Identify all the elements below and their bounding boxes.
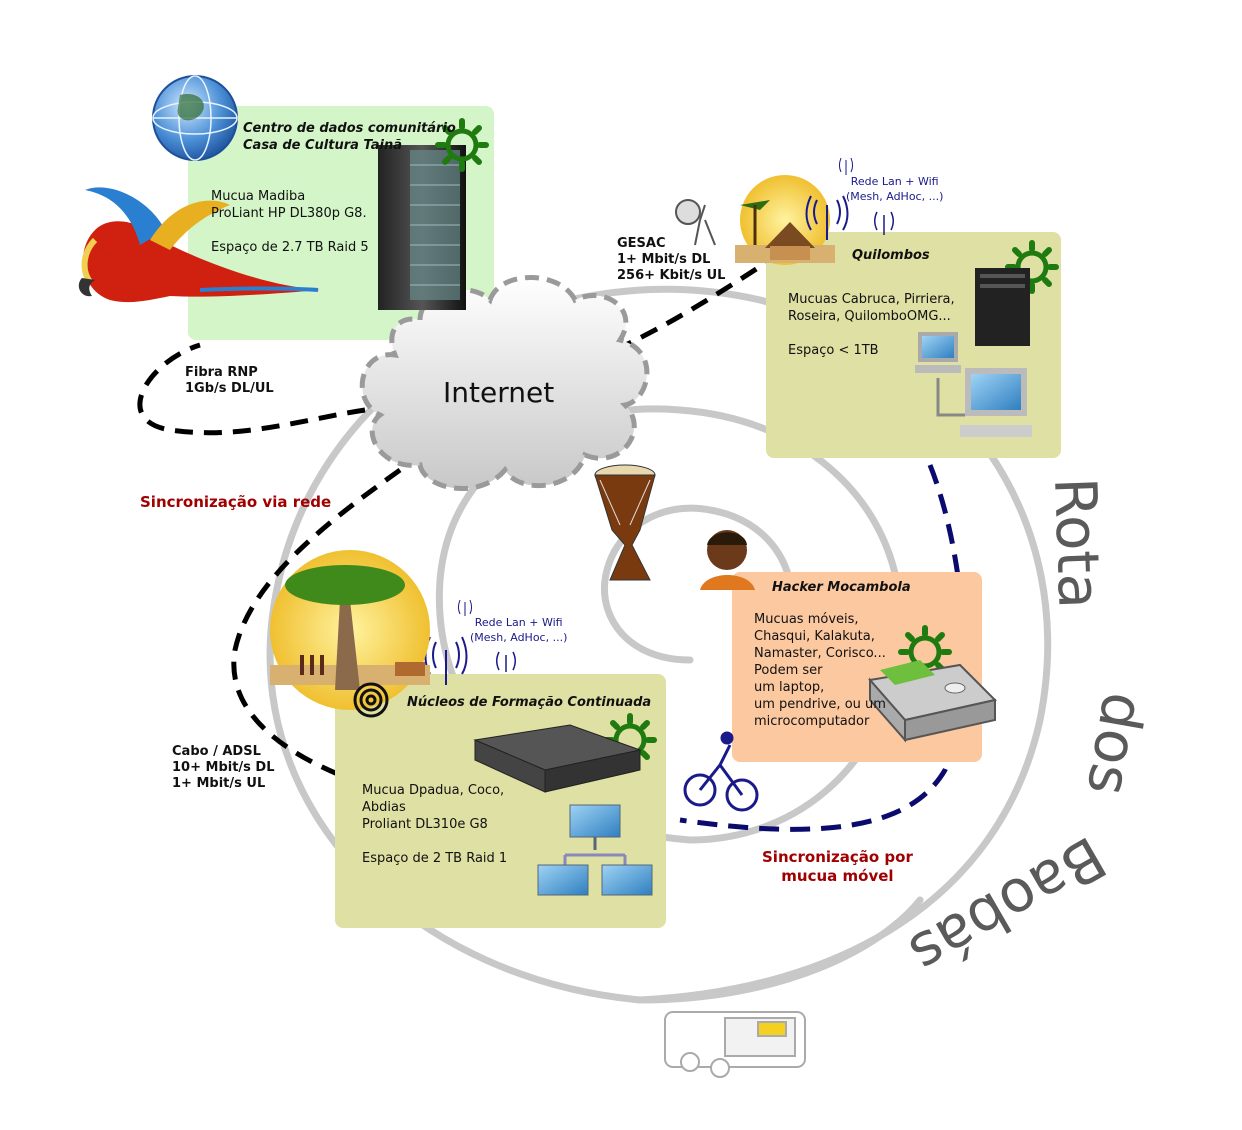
server-rack-icon (378, 145, 466, 310)
globe-icon (152, 75, 238, 161)
nucleos-box-title: Núcleos de Formação Continuada (407, 695, 652, 710)
link-fibra-label: Fibra RNP 1Gb/s DL/UL (185, 365, 274, 396)
satellite-dish-icon (675, 199, 716, 246)
quilombos-box-body: Mucuas Cabruca, Pirriera, Roseira, Quilo… (788, 292, 955, 358)
quilombo-village-icon (735, 175, 835, 265)
spiral-route-text-part: dos (1073, 688, 1158, 801)
wifi-label-nucleos: Rede Lan + Wifi (Mesh, AdHoc, ...) (470, 616, 568, 644)
antenna-icon-nucleos-3 (458, 599, 472, 616)
quilombos-box-title: Quilombos (852, 248, 930, 263)
antenna-icon-quilombos-3 (839, 157, 853, 175)
lan-cable (936, 378, 965, 417)
hacker-avatar-icon (700, 530, 755, 590)
antenna-icon-quilombos-1 (805, 195, 849, 240)
antenna-icon-nucleos-2 (496, 651, 516, 672)
internet-label: Internet (443, 376, 555, 409)
lan-monitors-icon (537, 804, 653, 896)
gear-icon-center (435, 118, 489, 172)
spiral-route-text-part: Baobás (898, 823, 1117, 989)
cyclist-icon (683, 731, 759, 812)
baobab-tree-scene-icon (270, 550, 430, 710)
hacker-box-title: Hacker Mocambola (772, 580, 911, 595)
antenna-icon-quilombos-2 (874, 211, 894, 235)
hacker-box-body: Mucuas móveis, Chasqui, Kalakuta, Namast… (754, 612, 886, 729)
link-cabo-label: Cabo / ADSL 10+ Mbit/s DL 1+ Mbit/s UL (172, 744, 275, 791)
rack-server-1u-icon (473, 724, 642, 793)
target-spiral-icon (353, 682, 389, 718)
wifi-label-quilombos: Rede Lan + Wifi (Mesh, AdHoc, ...) (846, 175, 944, 203)
bus-icon (664, 1011, 806, 1078)
internet-cloud (359, 275, 650, 491)
parrot-icon (78, 187, 320, 303)
center-box-body: Mucua Madiba ProLiant HP DL380p G8. Espa… (211, 189, 369, 255)
sync-network-label: Sincronização via rede (140, 493, 332, 511)
tower-computer-icon (975, 268, 1030, 346)
usb-drive-icon (868, 660, 997, 743)
mobile-sync-line (679, 464, 967, 832)
center-box-title: Centro de dados comunitário Casa de Cult… (243, 121, 456, 153)
gear-icon-quilombos (1005, 240, 1059, 294)
djembe-drum-icon (594, 464, 656, 581)
spiral-route-text-part: Rota (1041, 476, 1114, 610)
nucleos-box-body: Mucua Dpadua, Coco, Abdias Proliant DL31… (362, 783, 508, 866)
sync-mobile-label: Sincronização por mucua móvel (762, 848, 913, 885)
monitor-icon-small (915, 332, 961, 373)
link-gesac-label: GESAC 1+ Mbit/s DL 256+ Kbit/s UL (617, 236, 726, 283)
monitor-icon-large (960, 368, 1032, 437)
